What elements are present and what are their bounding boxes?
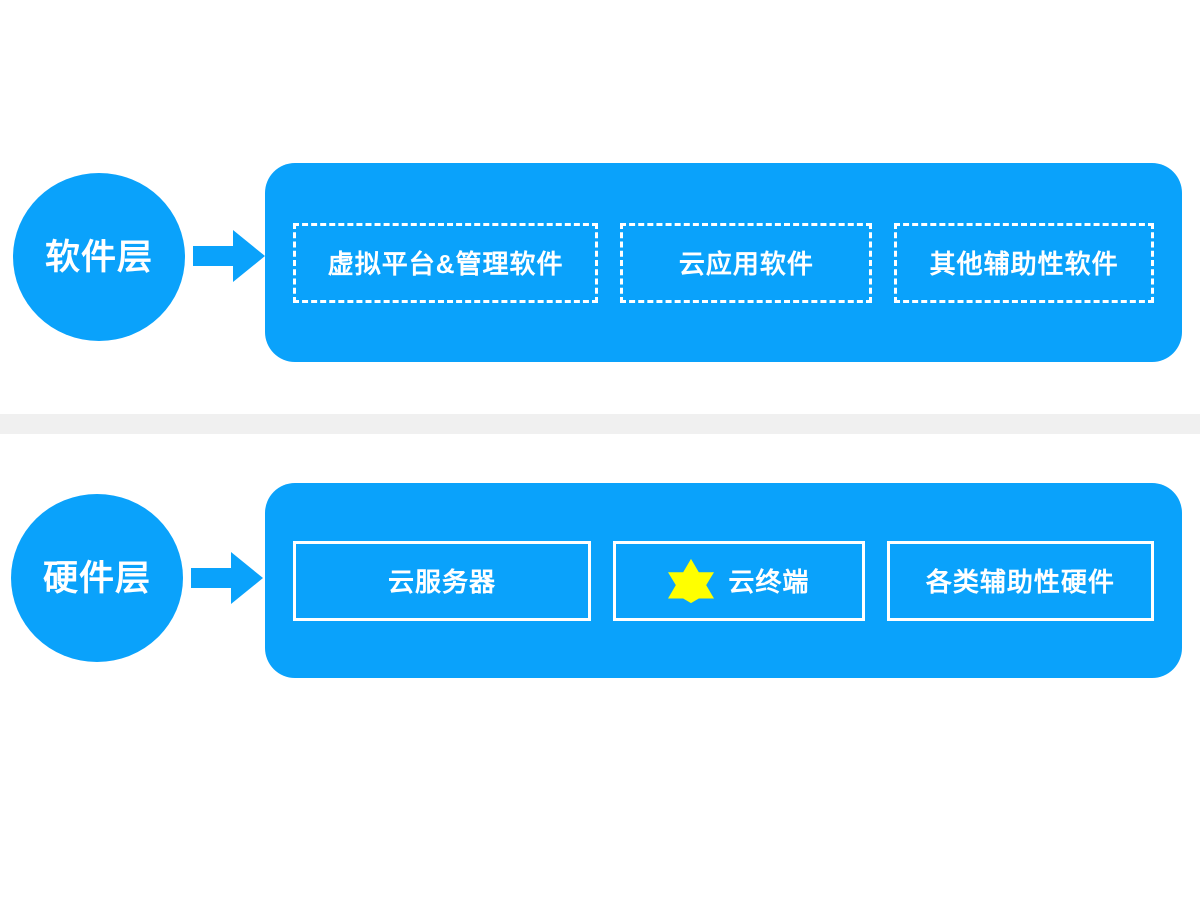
chip-virtual-platform-label: 虚拟平台&管理软件 xyxy=(327,249,564,279)
chip-other-auxiliary-software[interactable]: 其他辅助性软件 xyxy=(894,222,1155,303)
chip-cloud-application-software-label: 云应用软件 xyxy=(678,249,814,279)
panel-hardware-layer: 云服务器 云终端 各类辅助性硬件 xyxy=(265,483,1182,678)
chip-cloud-terminal-label: 云终端 xyxy=(728,567,810,597)
chip-cloud-terminal[interactable]: 云终端 xyxy=(612,540,865,621)
layer-circle-software-label: 软件层 xyxy=(44,237,153,277)
layer-circle-hardware-label: 硬件层 xyxy=(42,558,151,598)
chip-cloud-application-software[interactable]: 云应用软件 xyxy=(620,222,873,303)
panel-hardware-items: 云服务器 云终端 各类辅助性硬件 xyxy=(293,540,1154,621)
right-arrow-icon-software xyxy=(193,230,265,282)
chip-virtual-platform[interactable]: 虚拟平台&管理软件 xyxy=(293,222,599,303)
chip-auxiliary-hardware[interactable]: 各类辅助性硬件 xyxy=(886,540,1154,621)
panel-software-items: 虚拟平台&管理软件 云应用软件 其他辅助性软件 xyxy=(293,222,1155,303)
chip-cloud-server-label: 云服务器 xyxy=(387,567,496,597)
right-arrow-icon-hardware xyxy=(191,552,263,604)
six-pointed-star-icon xyxy=(668,558,715,603)
layer-circle-software[interactable]: 软件层 xyxy=(13,173,185,341)
chip-auxiliary-hardware-label: 各类辅助性硬件 xyxy=(925,567,1115,597)
chip-cloud-server[interactable]: 云服务器 xyxy=(293,540,591,621)
section-divider xyxy=(0,414,1200,434)
layer-circle-hardware[interactable]: 硬件层 xyxy=(11,494,183,662)
chip-other-auxiliary-software-label: 其他辅助性软件 xyxy=(929,249,1119,279)
panel-software-layer: 虚拟平台&管理软件 云应用软件 其他辅助性软件 xyxy=(265,163,1182,362)
